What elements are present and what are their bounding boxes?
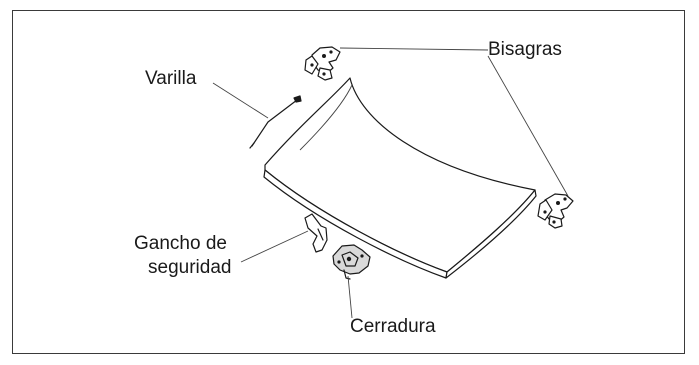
hinge-left — [304, 46, 341, 81]
hinge-right — [537, 193, 574, 229]
leader-hinge-left — [339, 47, 489, 51]
leader-safety-hook — [240, 230, 309, 263]
hood-panel — [263, 77, 537, 279]
label-hinges: Bisagras — [488, 39, 562, 60]
latch — [332, 244, 371, 280]
prop-rod — [249, 95, 302, 149]
label-rod: Varilla — [145, 68, 197, 89]
leader-rod — [212, 82, 269, 119]
label-safety-hook-line1: Gancho de — [134, 233, 227, 254]
leader-hinge-right — [487, 55, 569, 197]
leader-latch — [347, 275, 353, 319]
safety-hook — [304, 213, 328, 253]
leader-lines — [212, 47, 569, 319]
label-latch: Cerradura — [350, 316, 436, 337]
label-safety-hook-line2: seguridad — [148, 257, 231, 278]
